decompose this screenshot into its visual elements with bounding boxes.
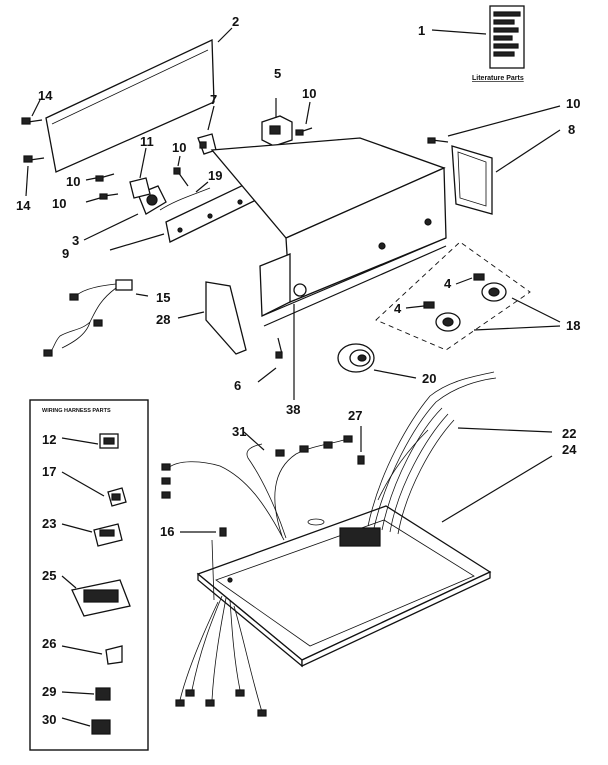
literature-parts-card: Literature Parts xyxy=(472,5,525,82)
clip-16 xyxy=(219,527,227,537)
switch-7 xyxy=(197,133,217,155)
callout-12: 12 xyxy=(42,432,56,447)
wiring-harness-15 xyxy=(43,279,133,357)
callout-1: 1 xyxy=(418,23,425,38)
switch-assembly-3 xyxy=(129,177,167,215)
lower-wiring xyxy=(175,595,267,717)
callout-6: 6 xyxy=(234,378,241,393)
wiring-harness-parts-box: WIRING HARNESS PARTS xyxy=(29,399,149,751)
callout-10-center: 10 xyxy=(172,140,186,155)
callout-31: 31 xyxy=(232,424,246,439)
callout-11: 11 xyxy=(140,134,154,149)
screw-10-right xyxy=(427,137,449,144)
callout-24: 24 xyxy=(562,442,577,457)
callout-14-bottom: 14 xyxy=(16,198,31,213)
callout-22: 22 xyxy=(562,426,576,441)
cabinet-top-24 xyxy=(196,505,492,668)
screw-14-top xyxy=(21,117,43,125)
callout-18: 18 xyxy=(566,318,580,333)
callout-2: 2 xyxy=(232,14,239,29)
callout-9: 9 xyxy=(62,246,69,261)
callout-10-timer: 10 xyxy=(302,86,316,101)
callout-20: 20 xyxy=(422,371,436,386)
callout-23: 23 xyxy=(42,516,56,531)
callout-7: 7 xyxy=(210,92,217,107)
callout-29: 29 xyxy=(42,684,56,699)
screw-10-left-a xyxy=(95,173,115,182)
callout-19: 19 xyxy=(208,168,222,183)
callout-25: 25 xyxy=(42,568,56,583)
callout-14-top: 14 xyxy=(38,88,53,103)
callout-30: 30 xyxy=(42,712,56,727)
screw-27 xyxy=(357,426,365,465)
callout-10-left-b: 10 xyxy=(52,196,66,211)
callout-10-right: 10 xyxy=(566,96,580,111)
callout-4-upper: 4 xyxy=(444,276,452,291)
top-panel xyxy=(45,38,215,173)
callout-4-lower: 4 xyxy=(394,301,402,316)
callout-10-left-a: 10 xyxy=(66,174,80,189)
callout-27: 27 xyxy=(348,408,362,423)
screw-10-left-b xyxy=(99,193,119,200)
wiring-bundle-31 xyxy=(161,435,353,541)
timer-component xyxy=(261,98,293,147)
callout-38: 38 xyxy=(286,402,300,417)
wiring-bundle-22 xyxy=(367,371,497,535)
callout-17: 17 xyxy=(42,464,56,479)
console-body xyxy=(210,137,447,327)
callout-28: 28 xyxy=(156,312,170,327)
callout-16: 16 xyxy=(160,524,174,539)
callout-26: 26 xyxy=(42,636,56,651)
screw-6 xyxy=(275,337,283,359)
wire-19 xyxy=(159,187,211,211)
callout-15: 15 xyxy=(156,290,170,305)
screw-10-center xyxy=(173,167,189,187)
callout-8: 8 xyxy=(568,122,575,137)
screw-14-bottom xyxy=(23,155,45,163)
wiring-box-title: WIRING HARNESS PARTS xyxy=(42,408,111,414)
callout-3: 3 xyxy=(72,233,79,248)
screw-10-upper xyxy=(295,127,313,136)
literature-parts-label: Literature Parts xyxy=(472,75,524,82)
knob-group-18 xyxy=(375,241,531,351)
callout-5: 5 xyxy=(274,66,281,81)
console-end-cap xyxy=(451,145,493,215)
side-panel-28 xyxy=(205,281,247,355)
knob-20 xyxy=(337,343,375,373)
